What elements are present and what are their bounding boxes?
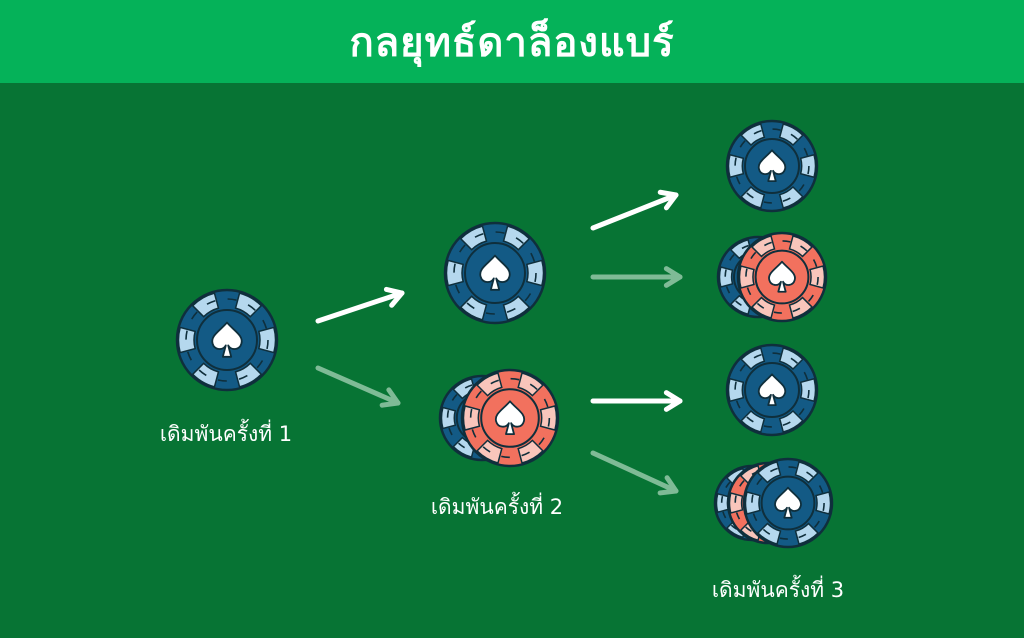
betting-tree-diagram — [175, 119, 834, 549]
round-2-label: เดิมพันครั้งที่ 2 — [430, 495, 564, 519]
arrow-r2b-loss — [590, 450, 679, 496]
page-title: กลยุทธ์ดาล็องแบร์ — [349, 19, 675, 66]
diagram-area: เดิมพันครั้งที่ 1 เดิมพันครั้งที่ 2 เดิม… — [0, 83, 1024, 638]
round-1-chip — [175, 288, 279, 392]
spade-icon — [494, 400, 526, 436]
arrow-r2a-loss — [590, 266, 683, 288]
round-3-chip-a — [725, 119, 819, 213]
round-2-loss-chip-front — [460, 368, 560, 468]
round-3-chip-b-front — [736, 231, 828, 323]
round-3-chip-d-front — [742, 457, 834, 549]
round-3-chip-c — [725, 343, 819, 437]
arrow-r1-win — [315, 286, 405, 324]
round-2-win-chip — [443, 221, 547, 325]
header-banner: กลยุทธ์ดาล็องแบร์ — [0, 0, 1024, 83]
spade-icon — [479, 254, 511, 291]
spade-icon — [768, 260, 796, 293]
arrow-r1-loss — [315, 365, 401, 408]
round-1-label: เดิมพันครั้งที่ 1 — [159, 422, 293, 446]
spade-icon — [757, 149, 787, 183]
spade-icon — [211, 321, 243, 358]
spade-icon — [774, 486, 802, 519]
round-3-label: เดิมพันครั้งที่ 3 — [711, 578, 845, 602]
spade-icon — [757, 373, 787, 407]
arrow-r2a-win — [590, 189, 679, 231]
arrow-r2b-win — [590, 390, 683, 412]
